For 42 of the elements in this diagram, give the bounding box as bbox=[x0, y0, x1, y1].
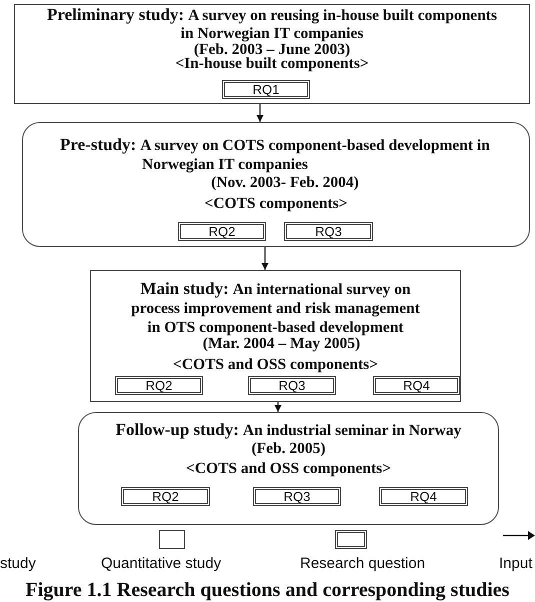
arrow bbox=[256, 104, 264, 122]
research-question-box bbox=[379, 487, 468, 506]
research-question-box bbox=[222, 80, 310, 99]
research-question-box bbox=[248, 376, 336, 395]
legend-label: Quantitative study bbox=[101, 556, 222, 572]
study-heading: Pre-study: A survey on COTS component-based development in Norwegian IT companies bbox=[60, 134, 491, 174]
study-period: (Feb. 2005) bbox=[251, 442, 326, 456]
study-box bbox=[14, 4, 530, 104]
research-question-box bbox=[373, 376, 460, 395]
component-type: <COTS components> bbox=[204, 197, 348, 211]
rounded-study-box bbox=[22, 122, 530, 247]
legend-label: Input bbox=[499, 556, 532, 572]
study-heading: Preliminary study: A survey on reusing in-house built components in Norwegian IT companies bbox=[46, 6, 498, 43]
research-question-label: RQ1 bbox=[252, 83, 280, 96]
research-question-label: RQ3 bbox=[282, 490, 312, 503]
study-heading: Follow-up study: An industrial seminar in Norway bbox=[116, 420, 462, 440]
component-type: <COTS and OSS components> bbox=[186, 462, 391, 476]
research-question-box bbox=[115, 376, 203, 395]
research-question-label: RQ3 bbox=[314, 225, 343, 238]
research-question-label: RQ2 bbox=[208, 225, 236, 238]
arrow bbox=[274, 402, 282, 412]
figure-caption: Figure 1.1 Research questions and corresponding studies bbox=[24, 579, 510, 601]
research-question-label: RQ2 bbox=[151, 490, 180, 503]
legend-label: study bbox=[0, 556, 36, 572]
research-question-label: RQ2 bbox=[144, 379, 174, 392]
research-question-box bbox=[284, 222, 373, 241]
component-type: <COTS and OSS components> bbox=[173, 358, 378, 372]
component-type: <In-house built components> bbox=[175, 57, 369, 71]
study-heading: Main study: An international survey on process improvement and risk management in OTS component-based development bbox=[130, 278, 421, 336]
research-question-label: RQ4 bbox=[409, 490, 438, 503]
arrow bbox=[262, 247, 268, 270]
legend-label: Research question bbox=[300, 556, 426, 572]
research-question-label: RQ4 bbox=[402, 379, 431, 392]
research-question-box bbox=[253, 487, 341, 506]
study-period: (Feb. 2003 – June 2003) bbox=[194, 43, 350, 57]
research-question-box bbox=[178, 222, 266, 241]
study-period: (Mar. 2004 – May 2005) bbox=[202, 337, 360, 351]
research-question-label: RQ3 bbox=[278, 379, 306, 392]
rounded-study-box bbox=[78, 412, 499, 525]
study-box bbox=[90, 270, 461, 402]
research-question-box bbox=[121, 487, 210, 506]
study-period: (Nov. 2003- Feb. 2004) bbox=[211, 176, 359, 190]
